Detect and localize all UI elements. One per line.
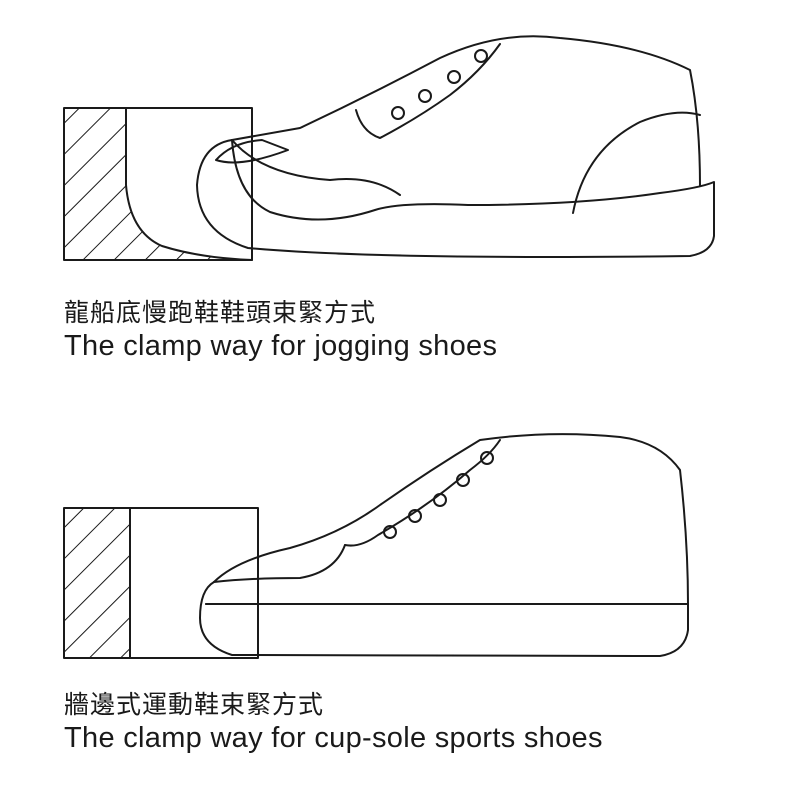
- shoe-upper: [213, 433, 689, 605]
- eyelet: [456, 473, 470, 487]
- caption-english: The clamp way for jogging shoes: [64, 330, 498, 362]
- cup-sole-shoe: [199, 433, 689, 657]
- eyelet: [408, 509, 422, 523]
- caption-cup-sole-shoes: 牆邊式運動鞋束緊方式 The clamp way for cup-sole sp…: [64, 690, 603, 756]
- clamp-jaw-contour: [125, 107, 253, 261]
- shoe-cup-sole: [199, 581, 689, 657]
- eyelet: [433, 493, 447, 507]
- cup-sole-shoe-clamp-diagram: [63, 433, 689, 659]
- jogging-shoe: [196, 35, 715, 258]
- eyelet: [480, 451, 494, 465]
- clamp-block-outline: [63, 507, 259, 659]
- shoe-eyestay: [355, 43, 501, 139]
- caption-english: The clamp way for cup-sole sports shoes: [64, 722, 603, 754]
- shoe-vamp-line: [213, 544, 346, 583]
- hatched-clamp-jaw: [64, 508, 130, 658]
- caption-chinese: 龍船底慢跑鞋鞋頭束緊方式: [64, 298, 377, 327]
- eyelet: [447, 70, 461, 84]
- eyelet: [418, 89, 432, 103]
- shoe-midline: [231, 139, 401, 196]
- shoe-upper: [231, 35, 701, 187]
- clamp-block-outline: [63, 107, 253, 261]
- shoe-foxing-line: [215, 139, 289, 164]
- jogging-shoe-clamp-diagram: [63, 35, 715, 261]
- clamp-fixture-bottom: [63, 507, 259, 659]
- eyelet: [474, 49, 488, 63]
- shoe-sole: [196, 139, 715, 258]
- caption-chinese: 牆邊式運動鞋束緊方式: [64, 690, 325, 719]
- shoe-heel-counter: [572, 111, 701, 214]
- eyelet: [391, 106, 405, 120]
- eyelet: [383, 525, 397, 539]
- shoe-eyestay: [344, 439, 501, 547]
- caption-jogging-shoes: 龍船底慢跑鞋鞋頭束緊方式 The clamp way for jogging s…: [64, 298, 497, 364]
